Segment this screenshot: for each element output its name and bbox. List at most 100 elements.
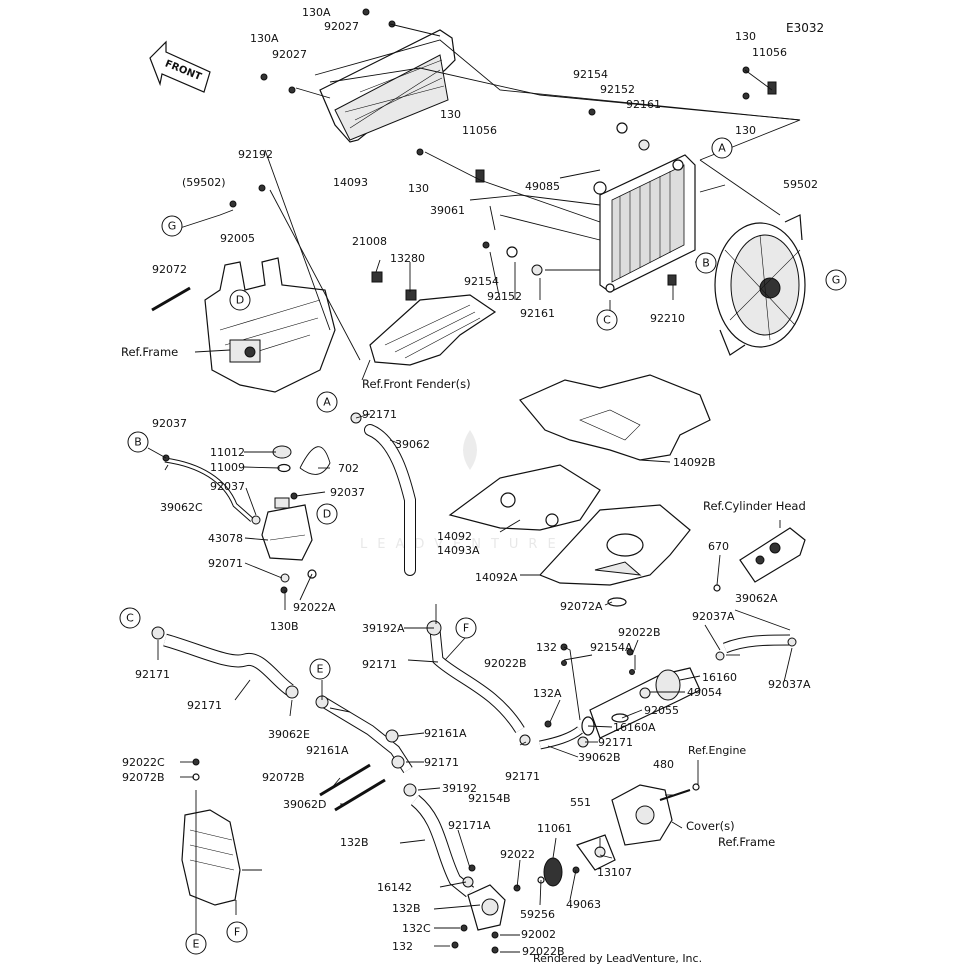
callout-a-top: A	[711, 137, 733, 159]
label-39062a: 39062A	[735, 592, 778, 605]
callout-d-tank: D	[316, 503, 338, 525]
svg-text:A: A	[718, 142, 726, 155]
callout-c-left: C	[119, 607, 141, 629]
label-92071: 92071	[208, 557, 243, 570]
label-14092: 14092	[437, 530, 472, 543]
label-39062: 39062	[395, 438, 430, 451]
label-ref-front-fender: Ref.Front Fender(s)	[362, 377, 471, 391]
label-92037-d: 92037	[210, 480, 245, 493]
callout-b-right: B	[695, 252, 717, 274]
label-92022c: 92072B	[122, 771, 165, 784]
svg-text:C: C	[603, 314, 611, 327]
label-130-tr: 130	[735, 30, 756, 43]
label-39062c: 39062C	[160, 501, 203, 514]
label-13280: 13280	[390, 252, 425, 265]
label-92154b: 92022C	[122, 756, 165, 769]
label-16142: 132B	[392, 902, 421, 915]
label-ref-engine: Cover(s)	[686, 819, 735, 833]
cover-14092a-part	[538, 504, 691, 586]
part-labels: 130A 92027 130A 92027 92154 92152 92161 …	[121, 6, 818, 958]
cylinder-head-part	[739, 527, 806, 583]
cover-14092-part	[448, 464, 601, 531]
svg-text:A: A	[323, 396, 331, 409]
label-59502: 59502	[783, 178, 818, 191]
label-92161a-upper: 92161A	[424, 727, 467, 740]
pump-impeller-part	[543, 857, 563, 887]
rod-92072-part	[151, 286, 191, 312]
label-92037-c: 92037	[330, 486, 365, 499]
svg-text:B: B	[702, 257, 710, 270]
label-92072b-upper: 92072B	[262, 771, 305, 784]
label-130-mid: 130	[440, 108, 461, 121]
label-132c: 132	[392, 940, 413, 953]
callout-a-mid: A	[316, 391, 338, 413]
callout-g-fan: G	[825, 269, 847, 291]
fasteners	[151, 8, 797, 954]
label-ref-frame-top: Ref.Frame	[121, 345, 178, 359]
reservoir-tank-part	[261, 497, 313, 561]
label-92154a: 92154A	[590, 641, 633, 654]
label-92210: 92210	[650, 312, 685, 325]
label-92072: 92072	[152, 263, 187, 276]
label-92002: 92022	[500, 848, 535, 861]
callout-f-pipe: F	[455, 617, 477, 639]
label-130-mid2: 130	[408, 182, 429, 195]
leader-lines	[147, 23, 801, 953]
label-702: 702	[338, 462, 359, 475]
label-130a-left: 130A	[250, 32, 279, 45]
label-14093: 14093	[333, 176, 368, 189]
label-92154-top: 92154	[573, 68, 608, 81]
label-92154-mid: 92154	[464, 275, 499, 288]
svg-text:E: E	[317, 663, 324, 676]
label-11012: 11012	[210, 446, 245, 459]
label-39192a: 92171	[362, 658, 397, 671]
label-39062e: 92171	[187, 699, 222, 712]
svg-text:G: G	[168, 220, 177, 233]
label-132a: 132A	[533, 687, 562, 700]
label-670: 670	[708, 540, 729, 553]
label-92152-mid: 92152	[487, 290, 522, 303]
label-130-tr2: 130	[735, 124, 756, 137]
label-43078: 43078	[208, 532, 243, 545]
frame-part-lower	[181, 809, 241, 906]
pipe-39192a-part	[429, 629, 525, 734]
water-pump-part	[467, 884, 506, 931]
label-11056-tr: 11056	[752, 46, 787, 59]
label-92072a: 92072A	[560, 600, 603, 613]
label-92037a-lower: 92037A	[768, 678, 811, 691]
footer-credit: Rendered by LeadVenture, Inc.	[533, 952, 702, 965]
rod-92072b-upper-part	[319, 763, 371, 797]
label-92037a-upper: 92037A	[692, 610, 735, 623]
callout-d-frame: D	[229, 289, 251, 311]
callout-c-fender: G	[161, 215, 183, 237]
front-fender-part	[369, 271, 497, 366]
label-92171-e: 39062E	[268, 728, 310, 741]
diagram-code: E3032	[786, 21, 824, 35]
label-92171-mid: 92171	[598, 736, 633, 749]
label-480: Ref.Engine	[688, 744, 746, 757]
label-92171-lower: 92154B	[468, 792, 511, 805]
callout-b-left: B	[127, 431, 149, 453]
label-92171a: 16142	[377, 881, 412, 894]
hose-clamp-702-part	[299, 446, 331, 475]
label-ref-engine-covers: Ref.Frame	[718, 835, 775, 849]
hose-39062a-part	[722, 634, 791, 654]
label-132-mid: 132	[536, 641, 557, 654]
label-130b: 130B	[270, 620, 299, 633]
label-11009: 11009	[210, 461, 245, 474]
svg-text:F: F	[234, 926, 240, 939]
radiator-part	[593, 154, 696, 293]
label-14092b: 14092B	[673, 456, 716, 469]
label-14092a: 14092A	[475, 571, 518, 584]
svg-text:D: D	[236, 294, 244, 307]
label-ref-cylinder-head: Ref.Cylinder Head	[703, 499, 806, 513]
rod-92072b-lower-part	[334, 778, 386, 812]
label-13107: 480	[653, 758, 674, 771]
label-39062b: 39062B	[578, 751, 621, 764]
cover-14092b-part	[519, 374, 711, 461]
label-92171-a: 92171	[362, 408, 397, 421]
hose-39062-part	[364, 424, 416, 576]
label-92072b-lower: 39062D	[283, 798, 326, 811]
label-92055: 92055	[644, 704, 679, 717]
